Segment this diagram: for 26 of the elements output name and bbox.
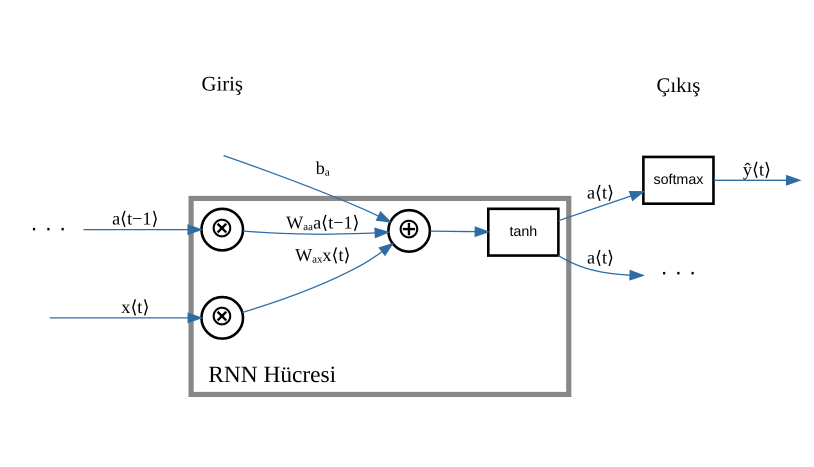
label: Çıkış — [656, 74, 700, 97]
node-circle: ⊗ — [200, 296, 244, 340]
edge-label: x⟨t⟩ — [121, 296, 150, 317]
node-text: · · · — [660, 258, 697, 284]
arrow — [242, 242, 394, 314]
arrow — [558, 255, 646, 281]
arrow — [430, 226, 490, 238]
arrow — [243, 227, 390, 238]
label: Giriş — [201, 73, 243, 96]
node-box: softmax — [642, 156, 715, 205]
edge-label: a⟨t⟩ — [587, 248, 614, 268]
node-circle: ⊕ — [387, 208, 432, 253]
edge-label: ŷ⟨t⟩ — [742, 159, 771, 180]
edge-label: Wₐₐa⟨t−1⟩ — [286, 212, 360, 233]
arrow — [223, 155, 392, 223]
node-circle: ⊗ — [200, 208, 244, 252]
arrow — [558, 191, 646, 222]
arrow — [714, 174, 802, 186]
node-text: · · · — [30, 214, 67, 240]
node-box: tanh — [487, 208, 560, 257]
edge-label: a⟨t−1⟩ — [112, 208, 159, 229]
edge-label: a⟨t⟩ — [587, 182, 614, 203]
arrow — [83, 224, 204, 236]
edge-label: bₐ — [316, 158, 330, 178]
edge-label: Wₐₓx⟨t⟩ — [295, 245, 351, 266]
arrow — [50, 312, 204, 324]
